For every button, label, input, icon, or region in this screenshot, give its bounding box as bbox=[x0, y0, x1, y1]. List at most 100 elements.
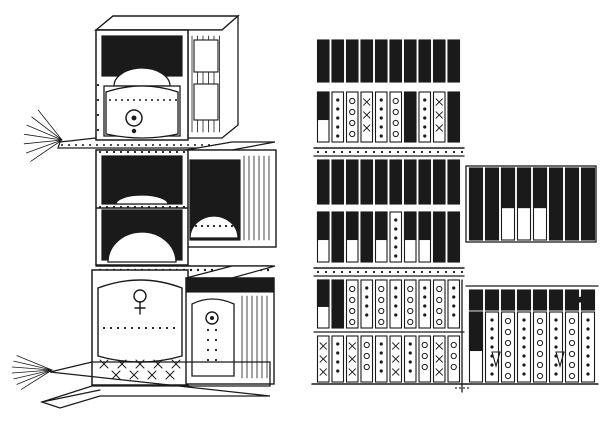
stud-dot bbox=[110, 144, 112, 146]
stud-dot bbox=[388, 150, 392, 154]
stud-dot bbox=[332, 270, 336, 274]
cross-mark bbox=[435, 124, 443, 132]
ink-ring bbox=[363, 363, 370, 371]
ink-dot bbox=[554, 372, 558, 376]
right-upper-slat bbox=[564, 167, 580, 241]
stud-dot bbox=[266, 268, 270, 272]
ink-dot bbox=[586, 363, 590, 367]
ink-ring bbox=[349, 285, 356, 293]
ink-dot bbox=[554, 318, 558, 322]
arrow-marker bbox=[555, 351, 565, 369]
ink-dot bbox=[586, 345, 590, 349]
upper-top-slat bbox=[447, 39, 461, 83]
middle-top-slat bbox=[389, 159, 403, 205]
stud-dot bbox=[157, 99, 159, 101]
ink-line bbox=[57, 141, 61, 149]
ink-dot bbox=[379, 116, 383, 120]
lower-top-slat bbox=[389, 279, 403, 329]
stud-dot bbox=[133, 205, 137, 209]
ink-ring bbox=[363, 352, 370, 360]
ink-dot bbox=[214, 358, 218, 362]
stud-dot bbox=[372, 150, 376, 154]
cross-mark bbox=[319, 342, 327, 350]
upper-top-slat bbox=[374, 39, 388, 83]
ink-ring bbox=[421, 341, 428, 349]
ink-dot bbox=[554, 345, 558, 349]
upper-mid-slat bbox=[360, 91, 374, 143]
stud-dot bbox=[109, 326, 113, 330]
ink-ring bbox=[349, 130, 356, 138]
bottom-side-arch bbox=[191, 298, 235, 377]
stud-dot bbox=[396, 150, 400, 154]
cross-mark bbox=[392, 355, 400, 363]
stud-dot bbox=[420, 270, 424, 274]
sun-ray bbox=[37, 109, 63, 141]
ink-dot bbox=[423, 304, 427, 308]
stud-dot bbox=[112, 205, 116, 209]
side-window bbox=[193, 83, 219, 121]
stud-dot bbox=[68, 144, 70, 146]
stud-dot bbox=[206, 224, 210, 228]
right-lower-mid-slat bbox=[564, 311, 580, 383]
stud-dot bbox=[364, 270, 368, 274]
ink-dot bbox=[522, 318, 526, 322]
ink-dot bbox=[96, 113, 100, 117]
sun-ray bbox=[16, 369, 53, 385]
stud-dot bbox=[436, 150, 440, 154]
right-lower-mid-slat bbox=[500, 311, 516, 383]
stud-dot bbox=[340, 150, 344, 154]
lower-bottom-slat bbox=[331, 335, 345, 383]
stud-dot bbox=[126, 205, 130, 209]
top-box-roof bbox=[94, 15, 240, 31]
stud-dot bbox=[452, 270, 456, 274]
stud-dot bbox=[182, 150, 186, 154]
cross-mark bbox=[117, 359, 127, 369]
ink-dot bbox=[206, 348, 210, 352]
stud-dot bbox=[131, 144, 133, 146]
ink-dot bbox=[522, 363, 526, 367]
stud-dot bbox=[201, 144, 203, 146]
stud-dot bbox=[324, 270, 328, 274]
ink-ring bbox=[421, 352, 428, 360]
ink-dot bbox=[365, 295, 369, 299]
ink-dot bbox=[408, 360, 412, 364]
cross-mark bbox=[435, 355, 443, 363]
upper-mid-slat bbox=[432, 91, 446, 143]
ink-dot bbox=[394, 304, 398, 308]
stud-dot bbox=[380, 270, 384, 274]
ink-dot bbox=[210, 316, 214, 320]
right-lower-mid-slat bbox=[532, 311, 548, 383]
stud-dot bbox=[121, 99, 123, 101]
ink-ring bbox=[349, 318, 356, 326]
middle-top-slat bbox=[418, 159, 432, 205]
ink-dot bbox=[131, 128, 137, 134]
stud-dot bbox=[138, 144, 140, 146]
stud-dot bbox=[203, 268, 207, 272]
top-oval-panel bbox=[105, 85, 179, 139]
ink-dot bbox=[522, 327, 526, 331]
right-lower-top-slat bbox=[548, 289, 564, 311]
cross-mark bbox=[435, 111, 443, 119]
ink-dot bbox=[131, 115, 137, 121]
ink-ring bbox=[568, 350, 576, 358]
sun-ray bbox=[23, 139, 63, 145]
stud-dot bbox=[61, 144, 63, 146]
ink-dot bbox=[423, 295, 427, 299]
middle-top-slat bbox=[447, 159, 461, 205]
stud-dot bbox=[144, 326, 148, 330]
sun-ray bbox=[11, 366, 53, 371]
sun-ray bbox=[13, 360, 53, 371]
ink-ring bbox=[504, 339, 512, 347]
ink-dot bbox=[379, 98, 383, 102]
ink-dot bbox=[586, 318, 590, 322]
ink-dot bbox=[96, 83, 100, 87]
lower-bottom-slat bbox=[403, 335, 417, 383]
ink-dot bbox=[490, 336, 494, 340]
ink-ring bbox=[450, 352, 457, 360]
ink-ring bbox=[407, 318, 414, 326]
ink-ring bbox=[378, 307, 385, 315]
cross-mark bbox=[348, 342, 356, 350]
lower-top-slat bbox=[360, 279, 374, 329]
upper-top-slat bbox=[316, 39, 330, 83]
ink-ring bbox=[504, 361, 512, 369]
